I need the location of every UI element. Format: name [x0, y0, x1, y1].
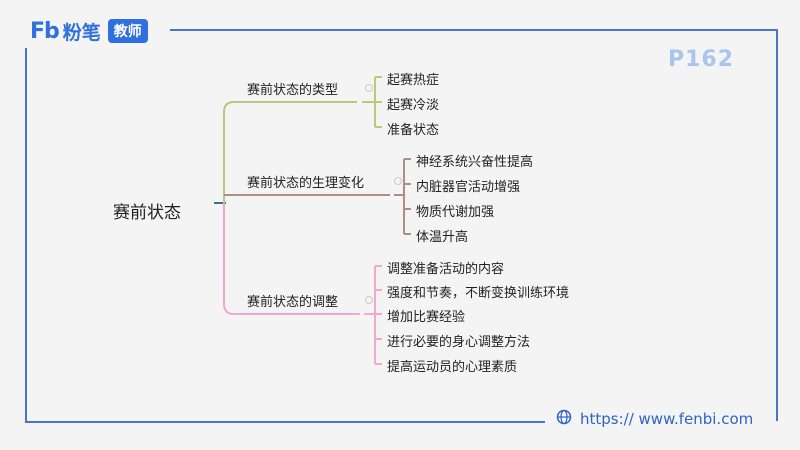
branch-label-adjustment: 赛前状态的调整 [247, 295, 339, 310]
leaf-node: 增加比赛经验 [387, 310, 466, 325]
leaf-node: 准备状态 [387, 123, 440, 138]
logo-badge: 教师 [107, 19, 148, 43]
leaf-node: 起赛冷淡 [387, 98, 440, 113]
footer-url[interactable]: https:// www.fenbi.com [556, 409, 753, 429]
leaf-node: 强度和节奏，不断变换训练环境 [387, 286, 570, 301]
branch-1-line [223, 101, 357, 203]
branch-label-physiology: 赛前状态的生理变化 [247, 176, 365, 191]
branch-label-types: 赛前状态的类型 [247, 83, 339, 98]
collapse-toggle[interactable] [365, 296, 373, 304]
branch-3-line [223, 203, 360, 315]
frame-line-right [776, 29, 778, 421]
collapse-toggle[interactable] [365, 84, 373, 92]
leaf-node: 内脏器官活动增强 [416, 180, 521, 195]
leaf-node: 物质代谢加强 [416, 205, 495, 220]
leaf-node: 提高运动员的心理素质 [387, 360, 518, 375]
globe-icon [556, 409, 572, 429]
frame-line-bottom [25, 421, 545, 423]
leaf-node: 进行必要的身心调整方法 [387, 335, 531, 350]
leaf-node: 起赛热症 [387, 73, 440, 88]
leaf-node: 调整准备活动的内容 [387, 262, 505, 277]
frame-line-top [170, 29, 778, 31]
logo-mark: Fb [30, 18, 60, 44]
leaf-node: 神经系统兴奋性提高 [416, 155, 534, 170]
brand-logo: Fb 粉笔 教师 [30, 18, 148, 44]
footer-url-text: https:// www.fenbi.com [580, 410, 754, 428]
logo-name: 粉笔 [62, 21, 101, 44]
frame-line-left [25, 48, 27, 423]
leaf-node: 体温升高 [416, 230, 469, 245]
collapse-toggle[interactable] [394, 177, 402, 185]
page-number: P162 [668, 47, 735, 72]
mindmap-root: 赛前状态 [113, 203, 181, 223]
